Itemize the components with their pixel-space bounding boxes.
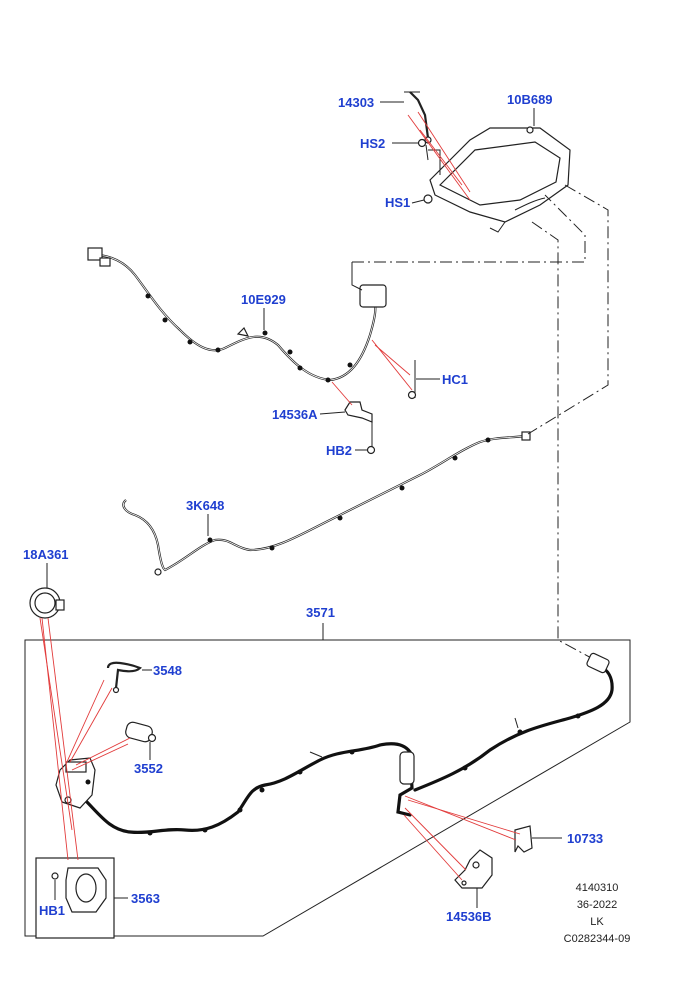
ref-date: 36-2022 — [577, 899, 617, 911]
label-10e929[interactable]: 10E929 — [241, 292, 286, 307]
ref-number: 4140310 — [576, 882, 619, 894]
harness-10e929[interactable] — [87, 247, 387, 383]
label-hb1[interactable]: HB1 — [39, 903, 65, 918]
label-10b689[interactable]: 10B689 — [507, 92, 553, 107]
bracket-14536b[interactable] — [454, 849, 493, 889]
label-14536b[interactable]: 14536B — [446, 909, 492, 924]
ref-drawing-id: C0282344-09 — [564, 933, 631, 945]
label-3552[interactable]: 3552 — [134, 761, 163, 776]
bracket-14536a[interactable] — [344, 401, 373, 448]
fastener-hb2[interactable] — [366, 445, 376, 455]
fastener-hs2[interactable] — [417, 138, 429, 161]
main-harness[interactable] — [83, 652, 614, 836]
label-3571[interactable]: 3571 — [306, 605, 335, 620]
label-hs1[interactable]: HS1 — [385, 195, 410, 210]
fastener-hs1[interactable] — [423, 194, 433, 204]
label-hb2[interactable]: HB2 — [326, 443, 352, 458]
label-14536a[interactable]: 14536A — [272, 407, 318, 422]
module-10b689[interactable] — [429, 126, 571, 233]
cover-18a361[interactable] — [29, 587, 65, 619]
label-leader-lines — [46, 101, 562, 908]
label-3548[interactable]: 3548 — [153, 663, 182, 678]
part-labels: 14303 10B689 HS2 HS1 10E929 HC1 14536A H… — [23, 92, 603, 924]
label-hc1[interactable]: HC1 — [442, 372, 468, 387]
ref-code: LK — [590, 916, 604, 928]
label-14303[interactable]: 14303 — [338, 95, 374, 110]
hs-bracket-line — [428, 149, 441, 175]
red-leader-lines — [39, 111, 521, 881]
reference-block: 4140310 36-2022 LK C0282344-09 — [564, 882, 631, 945]
label-10733[interactable]: 10733 — [567, 831, 603, 846]
bracket-10733[interactable] — [514, 825, 533, 853]
label-3k648[interactable]: 3K648 — [186, 498, 224, 513]
cable-14303[interactable] — [404, 91, 432, 144]
box-3563[interactable] — [35, 857, 115, 939]
module-3552[interactable] — [124, 721, 157, 743]
label-hs2[interactable]: HS2 — [360, 136, 385, 151]
label-3563[interactable]: 3563 — [131, 891, 160, 906]
cable-3548[interactable] — [106, 661, 142, 694]
pipe-3k648[interactable] — [122, 431, 531, 576]
kit-3571-boundary — [24, 623, 631, 937]
label-18a361[interactable]: 18A361 — [23, 547, 69, 562]
clip-hc1[interactable] — [407, 360, 417, 400]
connection-lines — [352, 184, 609, 661]
